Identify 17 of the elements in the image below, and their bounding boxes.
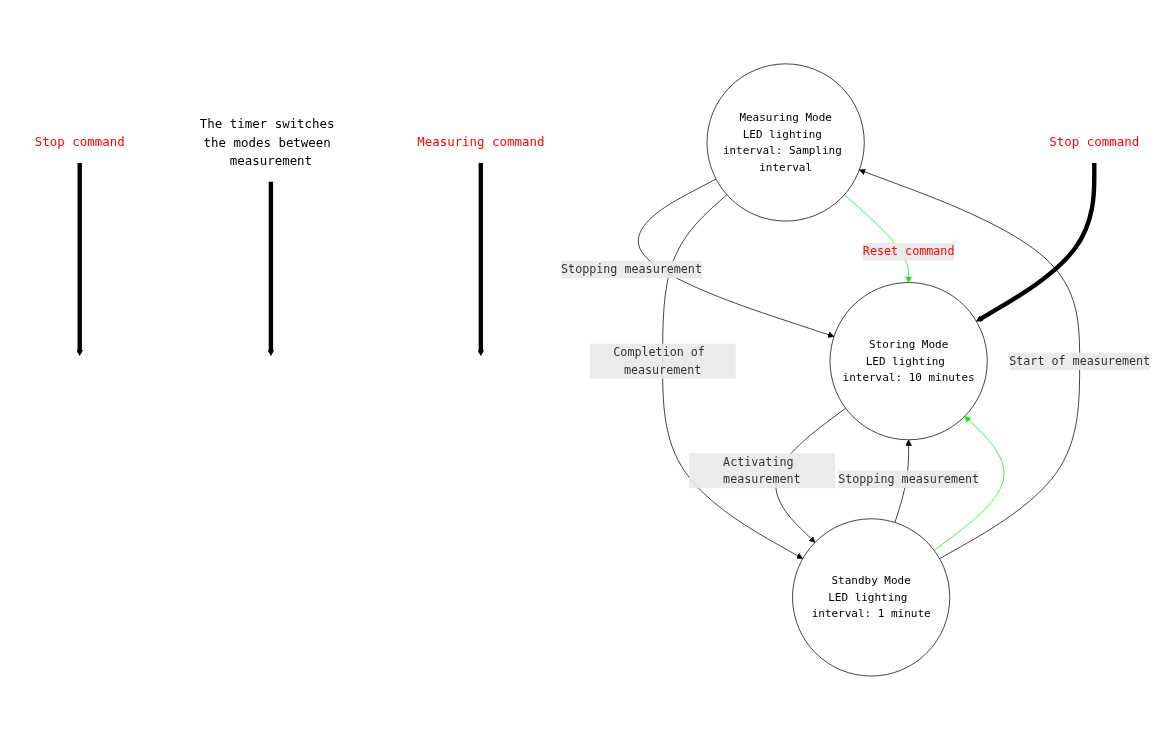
node-circle: Storing Mode LED lighting interval: 10 minutes xyxy=(829,282,988,441)
edge-label: Stopping measurement xyxy=(837,472,979,486)
thick-arrow xyxy=(267,181,274,356)
node-text: Stop command xyxy=(1048,134,1139,150)
node-circle: Measuring Mode LED lighting interval: Sampling interval xyxy=(706,63,865,222)
node-text: Stop command xyxy=(34,134,125,150)
thick-arrow xyxy=(975,162,1096,322)
edge-label: Activating measurement xyxy=(722,454,801,487)
edge-label: Completion of measurement xyxy=(612,345,705,377)
edge-label: Start of measurement xyxy=(1008,353,1150,368)
thick-arrow xyxy=(477,162,484,356)
edge-label: Stopping measurement xyxy=(560,262,702,277)
node-circle: Standby Mode LED lighting interval: 1 minute xyxy=(791,518,950,677)
edge-label: Reset command xyxy=(862,244,954,259)
node-text: The timer switches the modes between measurement xyxy=(199,116,335,168)
thick-arrow xyxy=(76,162,83,356)
node-text: Measuring command xyxy=(416,134,544,150)
